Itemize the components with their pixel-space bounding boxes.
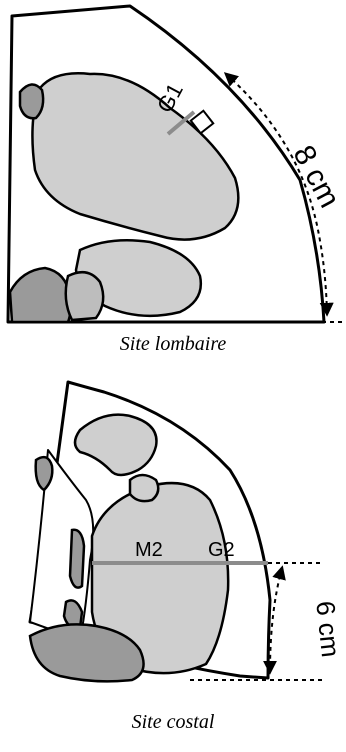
m2-label: M2 [135,539,163,561]
g2-label: G2 [208,539,235,561]
costal-left-organ-mid [70,530,84,588]
lumbar-small-organ-top [20,84,43,118]
costal-small-organ [130,475,158,501]
lumbar-mid-organ [66,272,103,320]
lumbar-site-diagram: G1 8 cm Site lombaire [8,6,346,355]
costal-site-caption: Site costal [132,711,215,733]
costal-distance-arrow [270,568,282,672]
costal-site-diagram: M2 G2 6 cm Site costal [30,382,346,733]
lumbar-site-caption: Site lombaire [120,333,227,355]
costal-distance-label: 6 cm [310,599,346,658]
